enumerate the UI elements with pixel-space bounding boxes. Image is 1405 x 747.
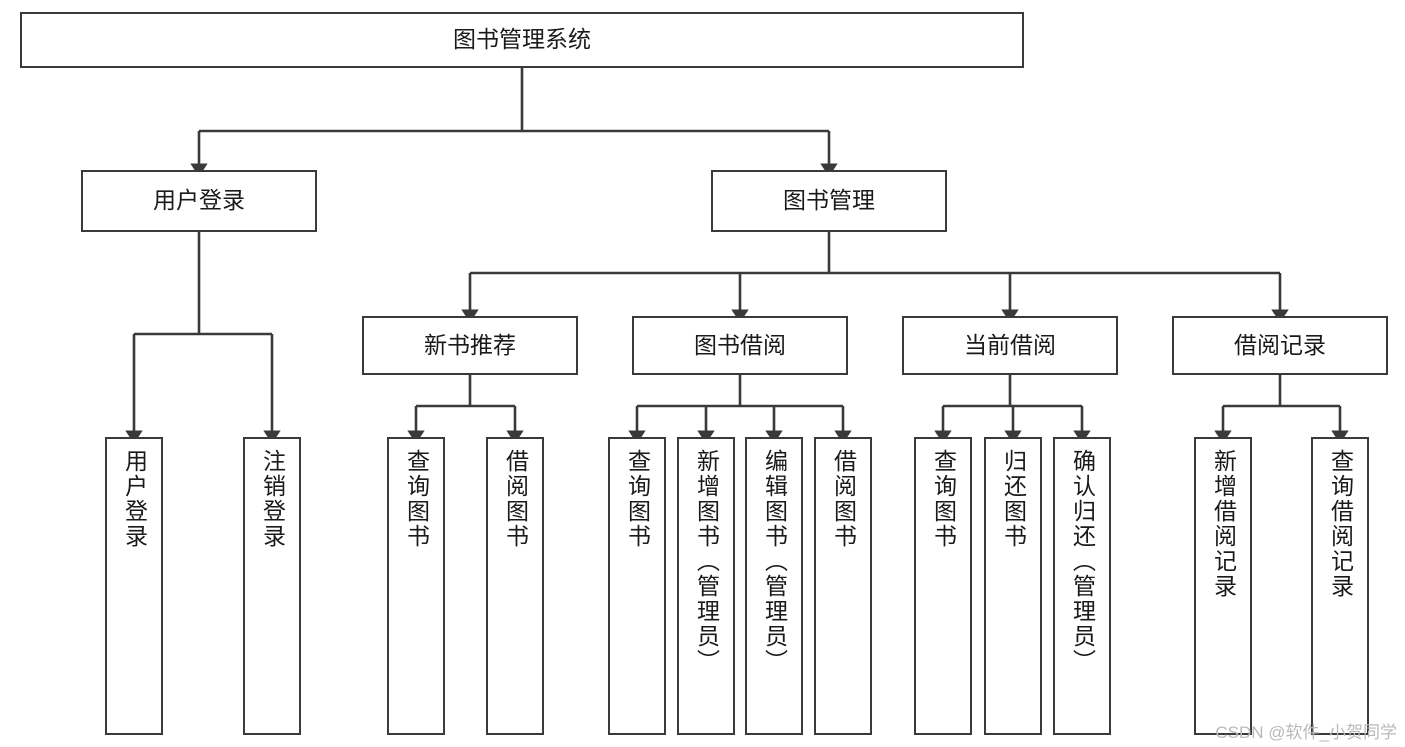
node-label: 注销登录 bbox=[259, 449, 286, 549]
node-l9[interactable]: 查询图书 bbox=[914, 437, 972, 735]
node-l3[interactable]: 查询图书 bbox=[387, 437, 445, 735]
node-l10[interactable]: 归还图书 bbox=[984, 437, 1042, 735]
node-records[interactable]: 借阅记录 bbox=[1172, 316, 1388, 375]
node-l4[interactable]: 借阅图书 bbox=[486, 437, 544, 735]
node-label: 编辑图书（管理员） bbox=[761, 449, 788, 674]
node-label: 新增借阅记录 bbox=[1210, 449, 1237, 599]
node-label: 确认归还（管理员） bbox=[1069, 449, 1096, 674]
node-l6[interactable]: 新增图书（管理员） bbox=[677, 437, 735, 735]
node-label: 新增图书（管理员） bbox=[693, 449, 720, 674]
edge-paths bbox=[125, 68, 1349, 444]
node-label: 用户登录 bbox=[153, 187, 245, 214]
node-label: 用户登录 bbox=[121, 449, 148, 549]
node-l1[interactable]: 用户登录 bbox=[105, 437, 163, 735]
node-label: 图书管理系统 bbox=[453, 26, 591, 53]
node-label: 归还图书 bbox=[1000, 449, 1027, 549]
node-label: 查询图书 bbox=[930, 449, 957, 549]
node-label: 当前借阅 bbox=[964, 331, 1056, 358]
node-label: 图书借阅 bbox=[694, 331, 786, 358]
node-borrow[interactable]: 图书借阅 bbox=[632, 316, 848, 375]
node-label: 借阅图书 bbox=[830, 449, 857, 549]
node-label: 图书管理 bbox=[783, 187, 875, 214]
node-l5[interactable]: 查询图书 bbox=[608, 437, 666, 735]
node-newrec[interactable]: 新书推荐 bbox=[362, 316, 578, 375]
node-label: 查询图书 bbox=[403, 449, 430, 549]
node-label: 借阅图书 bbox=[502, 449, 529, 549]
node-label: 新书推荐 bbox=[424, 331, 516, 358]
node-login[interactable]: 用户登录 bbox=[81, 170, 317, 232]
watermark-text: CSDN @软件_小贺同学 bbox=[1215, 723, 1397, 742]
node-l7[interactable]: 编辑图书（管理员） bbox=[745, 437, 803, 735]
node-l13[interactable]: 查询借阅记录 bbox=[1311, 437, 1369, 735]
node-label: 查询图书 bbox=[624, 449, 651, 549]
node-label: 借阅记录 bbox=[1234, 331, 1326, 358]
node-current[interactable]: 当前借阅 bbox=[902, 316, 1118, 375]
node-l8[interactable]: 借阅图书 bbox=[814, 437, 872, 735]
node-label: 查询借阅记录 bbox=[1327, 449, 1354, 599]
node-l11[interactable]: 确认归还（管理员） bbox=[1053, 437, 1111, 735]
node-l2[interactable]: 注销登录 bbox=[243, 437, 301, 735]
node-l12[interactable]: 新增借阅记录 bbox=[1194, 437, 1252, 735]
node-root[interactable]: 图书管理系统 bbox=[20, 12, 1024, 68]
node-bookmgr[interactable]: 图书管理 bbox=[711, 170, 947, 232]
